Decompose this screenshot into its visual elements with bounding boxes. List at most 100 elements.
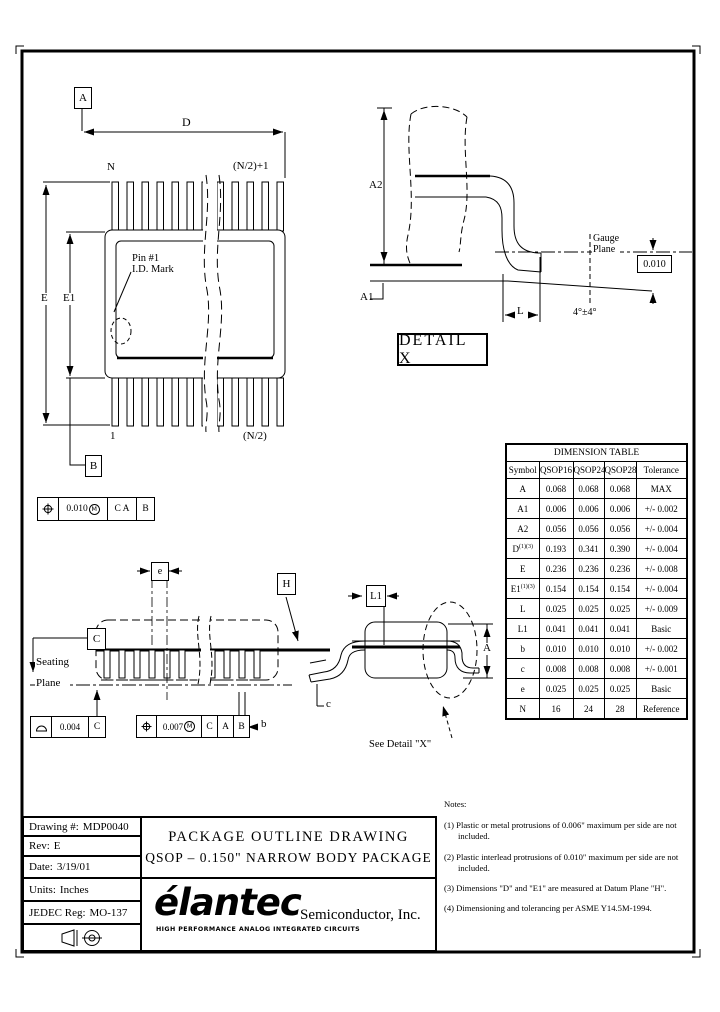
- note-item: (1) Plastic or metal protrusions of 0.00…: [444, 820, 677, 842]
- dim-qsop16-cell: 0.008: [538, 658, 574, 679]
- dim-qsop24-cell: 0.025: [572, 678, 605, 699]
- end-view-linework: [308, 592, 493, 739]
- drawing-title-line1: PACKAGE OUTLINE DRAWING: [168, 829, 409, 845]
- seating-line1: Seating: [36, 656, 69, 668]
- drawing-title: PACKAGE OUTLINE DRAWING QSOP – 0.150" NA…: [142, 818, 435, 879]
- dim-e-label: E: [40, 292, 49, 305]
- dim-qsop24-cell: 0.041: [572, 618, 605, 639]
- datum-h-box: H: [277, 573, 296, 595]
- fcf-tolerance: 0.010 M: [58, 498, 107, 520]
- col-header-symbol: Symbol: [505, 461, 540, 479]
- dim-qsop28-cell: 0.056: [603, 518, 637, 539]
- dim-tolerance-cell: Reference: [635, 698, 688, 720]
- dim-symbol-cell: D(1)(3): [505, 538, 540, 559]
- lead-angle-label: 4°±4°: [573, 307, 597, 318]
- mmc-modifier: M: [184, 721, 196, 732]
- gauge-line1: Gauge: [593, 233, 620, 244]
- fcf-tolerance: 0.007 M: [156, 716, 201, 737]
- col-header-qsop28: QSOP28: [603, 461, 637, 479]
- dim-tolerance-cell: +/- 0.004: [635, 538, 688, 559]
- dim-d-label: D: [181, 115, 192, 129]
- fcf-tolerance: 0.004: [51, 717, 88, 737]
- pin-n2plus1-label: (N/2)+1: [233, 160, 269, 172]
- logo-suffix: Semiconductor, Inc.: [300, 907, 421, 923]
- dim-qsop16-cell: 0.154: [538, 578, 574, 599]
- fcf-datum-b: B: [136, 498, 154, 520]
- dim-qsop28-cell: 28: [603, 698, 637, 720]
- datum-c-box: C: [87, 628, 106, 650]
- position-symbol-icon: [137, 716, 156, 737]
- profile-of-surface-icon: [31, 717, 51, 737]
- jedec-label: JEDEC Reg:: [29, 906, 86, 919]
- dim-a1-label: A1: [360, 291, 374, 303]
- detail-x-linework: [370, 105, 692, 322]
- seating-line2: Plane: [36, 676, 61, 689]
- fcf-datum-c: C: [88, 717, 105, 737]
- pin1-id-line1: Pin #1: [132, 253, 160, 264]
- dim-tolerance-cell: +/- 0.004: [635, 578, 688, 599]
- dim-qsop28-cell: 0.236: [603, 558, 637, 579]
- rev-label: Rev:: [29, 840, 50, 852]
- dim-a2-label: A2: [368, 179, 384, 192]
- drawing-no-value: MDP0040: [82, 820, 129, 833]
- drawing-no-label: Drawing #:: [29, 820, 79, 833]
- position-fcf-front-view: 0.007 M C A B: [136, 715, 250, 738]
- dim-qsop16-cell: 0.193: [538, 538, 574, 559]
- dim-qsop28-cell: 0.154: [603, 578, 637, 599]
- dim-qsop24-cell: 24: [572, 698, 605, 720]
- datum-b-label: B: [89, 460, 98, 472]
- fcf-datum-a: A: [217, 716, 233, 737]
- title-block-row-rev: Rev: E: [24, 837, 142, 857]
- dim-symbol-cell: A1: [505, 498, 540, 519]
- mmc-modifier: M: [88, 503, 100, 515]
- position-symbol-icon: [38, 498, 58, 520]
- col-header-qsop16: QSOP16: [538, 461, 574, 479]
- sheet-frame: [15, 45, 701, 958]
- dim-symbol-cell: L: [505, 598, 540, 619]
- dim-qsop24-cell: 0.010: [572, 638, 605, 659]
- fcf-tolerance-value: 0.007: [162, 721, 184, 732]
- fcf-datum-ca: C A: [107, 498, 136, 520]
- dim-symbol-cell: e: [505, 678, 540, 699]
- dim-e-pitch-box: e: [151, 562, 169, 581]
- datum-a-box: A: [74, 87, 92, 109]
- detail-x-caption: DETAIL X: [397, 332, 488, 367]
- datum-h-label: H: [282, 578, 291, 590]
- dimension-table: DIMENSION TABLE Symbol QSOP16 QSOP24 QSO…: [505, 443, 689, 720]
- fcf-datum-b: B: [233, 716, 249, 737]
- profile-fcf: 0.004 C: [30, 716, 106, 738]
- dim-qsop28-cell: 0.008: [603, 658, 637, 679]
- notes-section: Notes: (1) Plastic or metal protrusions …: [444, 799, 692, 923]
- pin-n-label: N: [107, 161, 115, 173]
- dim-tolerance-cell: +/- 0.008: [635, 558, 688, 579]
- dim-qsop28-cell: 0.006: [603, 498, 637, 519]
- dim-qsop24-cell: 0.025: [572, 598, 605, 619]
- dim-qsop16-cell: 0.006: [538, 498, 574, 519]
- dim-symbol-cell: A2: [505, 518, 540, 539]
- units-label: Units:: [29, 883, 56, 896]
- elantec-logo: élantec: [154, 881, 302, 924]
- rev-value: E: [53, 840, 61, 852]
- dim-qsop24-cell: 0.068: [572, 478, 605, 499]
- gauge-offset-box: 0.010: [637, 255, 672, 273]
- dim-tolerance-cell: +/- 0.002: [635, 638, 688, 659]
- dim-qsop24-cell: 0.006: [572, 498, 605, 519]
- dim-qsop28-cell: 0.010: [603, 638, 637, 659]
- pin-n2-label: (N/2): [243, 430, 267, 442]
- dim-qsop28-cell: 0.390: [603, 538, 637, 559]
- dim-symbol-cell: c: [505, 658, 540, 679]
- dim-qsop24-cell: 0.056: [572, 518, 605, 539]
- dim-qsop16-cell: 0.056: [538, 518, 574, 539]
- title-block: Drawing #: MDP0040 PACKAGE OUTLINE DRAWI…: [22, 816, 437, 952]
- dim-tolerance-cell: +/- 0.009: [635, 598, 688, 619]
- dim-c-label: c: [326, 698, 331, 710]
- dim-qsop16-cell: 0.236: [538, 558, 574, 579]
